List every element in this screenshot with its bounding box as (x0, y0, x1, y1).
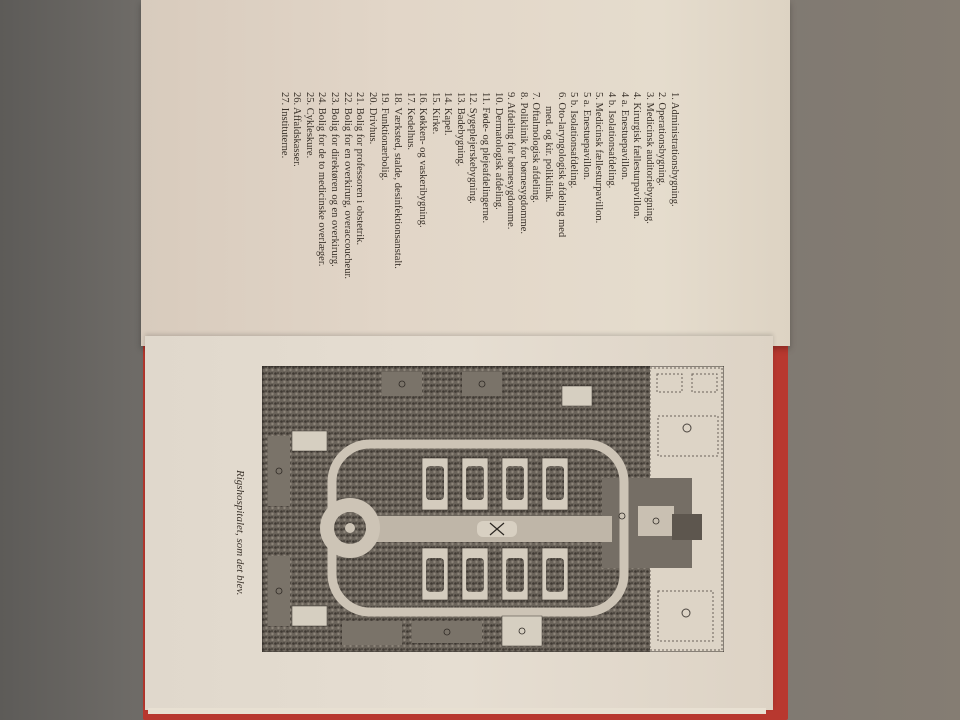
book-page-legend (141, 0, 790, 346)
legend-item: 3. Medicinsk auditoriebygning. (643, 92, 655, 224)
legend-item: 5. Medicinsk fællesturpavillon. (593, 92, 605, 224)
legend-item: 14. Kapel. (442, 92, 454, 136)
legend-item: 12. Sygeplejerskebygning. (467, 92, 479, 204)
legend-item: 7. Oftalmologisk afdeling. (530, 92, 542, 203)
legend-item: 5 a. Enestuepavillon. (580, 92, 592, 181)
legend-item: 1. Administrationsbygning. (669, 92, 680, 207)
legend-item: 4. Kirurgisk fællesturpavillon. (631, 92, 643, 219)
legend-item: 23. Bolig for direktøren og en overkirur… (328, 92, 340, 267)
page-block-edge (148, 708, 766, 714)
legend-item: 13. Badebygning. (454, 92, 466, 167)
legend-item: 25. Cykleskure. (303, 92, 315, 159)
legend-item: 5 b. Isolationsafdeling. (568, 92, 580, 189)
legend-item: 26. Affaldskasser. (291, 92, 303, 167)
legend-item: 4 a. Enestuepavillon. (618, 92, 630, 181)
legend-item: 2. Operationsbygning. (656, 92, 668, 186)
legend-item: 10. Dermatologisk afdeling. (492, 92, 504, 210)
legend-block: 1. Administrationsbygning. 2. Operations… (250, 92, 680, 279)
legend-item: 27. Instituterne. (278, 92, 290, 159)
legend-item: 22. Bolig for en overkirurg, overaccouch… (341, 92, 353, 279)
legend-item: 8. Poliklinik for børnesygdomme. (517, 92, 529, 235)
legend-item: 9. Afdeling for børnesygdomme. (505, 92, 517, 230)
figure-caption: Rigshospitalet, som det blev. (234, 470, 246, 596)
legend-item: 16. Køkken- og vaskeribygning. (417, 92, 429, 228)
figure-caption-block: Rigshospitalet, som det blev. (226, 470, 246, 620)
legend-item: 6. Oto-laryngologisk afdeling med (555, 92, 567, 238)
legend-item: 18. Værksted, stalde, desinfektionsansta… (391, 92, 403, 269)
legend-item: 20. Drivhus. (366, 92, 378, 145)
legend-list: 1. Administrationsbygning. 2. Operations… (277, 92, 680, 279)
legend-item: 21. Bolig for professoren i obstetrik. (354, 92, 366, 246)
legend-item: 24. Bolig for de to medicinske overlæger… (316, 92, 328, 267)
legend-item: 19. Funktionærbolig. (379, 92, 391, 181)
legend-item: 11. Føde- og plejeafdelingerne. (480, 92, 492, 224)
legend-item: 15. Kirke. (429, 92, 441, 135)
legend-item: 17. Kedelhus. (404, 92, 416, 151)
site-plan-figure (262, 366, 724, 652)
legend-item: 4 b. Isolationsafdeling. (606, 92, 618, 189)
legend-item: med. og kir. poliklinik. (543, 106, 555, 203)
